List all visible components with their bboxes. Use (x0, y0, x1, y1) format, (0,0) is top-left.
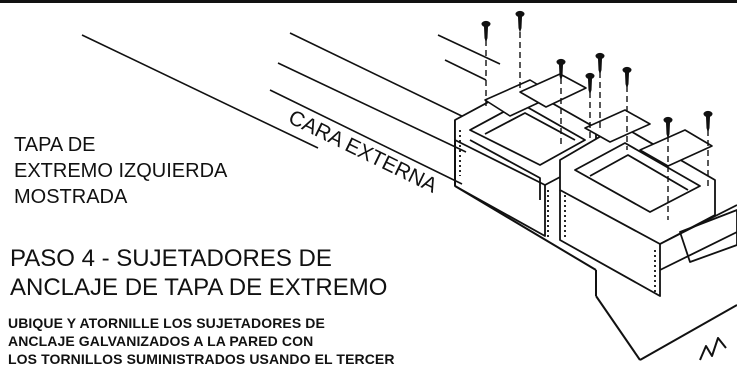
step-title-line: PASO 4 - SUJETADORES DE (10, 245, 332, 272)
instruction-line: LOS TORNILLOS SUMINISTRADOS USANDO EL TE… (8, 351, 395, 367)
screw-icon (585, 72, 595, 95)
face-label: CARA EXTERNA (285, 106, 441, 198)
screws (481, 10, 713, 139)
caption-line: EXTREMO IZQUIERDA (14, 160, 228, 182)
screw-icon (663, 116, 673, 139)
instruction-line: UBIQUE Y ATORNILLE LOS SUJETADORES DE (8, 315, 325, 331)
screw-icon (515, 10, 525, 33)
right-end-cap (559, 124, 737, 297)
step-title: PASO 4 - SUJETADORES DE ANCLAJE DE TAPA … (10, 244, 387, 302)
screw-icon (622, 66, 632, 89)
wall-guide-lines (81, 32, 501, 185)
screw-icon (703, 110, 713, 133)
caption-line: TAPA DE (14, 134, 96, 156)
left-cap-caption: TAPA DE EXTREMO IZQUIERDA MOSTRADA (14, 132, 227, 210)
screw-icon (481, 20, 491, 43)
screw-icon (595, 52, 605, 75)
instruction-line: ANCLAJE GALVANIZADOS A LA PARED CON (8, 333, 314, 349)
screw-icon (556, 58, 566, 81)
caption-line: MOSTRADA (14, 186, 128, 208)
instructions: UBIQUE Y ATORNILLE LOS SUJETADORES DE AN… (8, 314, 395, 368)
anchor-fasteners (484, 73, 713, 167)
step-title-line: ANCLAJE DE TAPA DE EXTREMO (10, 274, 388, 301)
